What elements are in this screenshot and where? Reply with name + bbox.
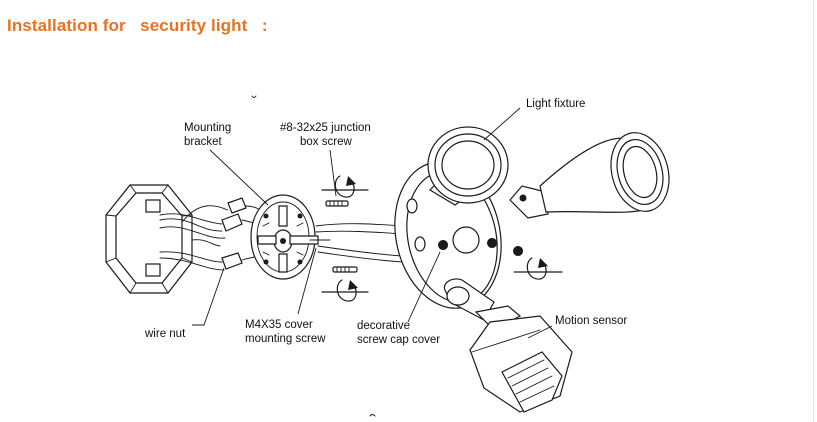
label-cap-cover-line2: screw cap cover [357, 334, 440, 346]
screw-cap-loose [513, 246, 524, 256]
label-mounting-bracket-line2: bracket [184, 136, 223, 148]
mounting-bracket [250, 194, 319, 280]
rotation-arrow-middle [321, 279, 369, 302]
junction-box [105, 184, 193, 294]
rotation-arrow-right [513, 257, 563, 280]
wire-nut-3 [221, 252, 243, 270]
fixture-wires [315, 223, 403, 263]
label-mounting-bracket-line1: Mounting [184, 122, 231, 134]
label-motion-sensor: Motion sensor [555, 315, 627, 327]
cover-plate-center-hole [452, 226, 480, 254]
motion-sensor [443, 278, 573, 413]
wire-nut-2 [227, 197, 247, 214]
page-edge-divider [813, 0, 814, 422]
wire-nut-1 [221, 213, 243, 232]
label-cover-screw-line2: mounting screw [245, 333, 326, 345]
label-light-fixture: Light fixture [526, 98, 585, 110]
label-cap-cover-line1: decorative [357, 320, 410, 332]
screw-cap-right [487, 238, 498, 248]
leader-cover-screw [297, 247, 317, 315]
label-cover-screw-line1: M4X35 cover [245, 319, 313, 331]
label-wire-nut: wire nut [144, 328, 186, 340]
leader-lines [192, 107, 553, 339]
cover-mounting-screw [332, 266, 358, 273]
screw-cap-left [414, 236, 426, 252]
leader-junction-screw [329, 149, 337, 197]
junction-box-screw [325, 200, 349, 207]
house-wires [159, 205, 229, 271]
label-junction-screw-line2: box screw [300, 136, 352, 148]
leader-motion-sensor [527, 325, 553, 339]
screw-cap-cover-dot [438, 240, 449, 250]
light-fixture-lamp-left [427, 126, 509, 206]
box-tab-bottom [145, 263, 161, 277]
box-tab-top [145, 199, 161, 213]
leader-cap-cover [407, 251, 441, 323]
leader-mounting-bracket [209, 149, 269, 206]
leader-wire-nut [192, 267, 225, 326]
stray-mark-bottom [369, 414, 376, 417]
stray-mark-top [251, 95, 257, 98]
screw-cap-top [406, 198, 418, 214]
label-junction-screw-line1: #8-32x25 junction [280, 122, 371, 134]
leader-light-fixture [483, 107, 521, 141]
light-fixture-lamp-right [509, 132, 670, 219]
page-title: Installation for security light : [7, 16, 268, 35]
rotation-arrow-upper [321, 175, 369, 198]
